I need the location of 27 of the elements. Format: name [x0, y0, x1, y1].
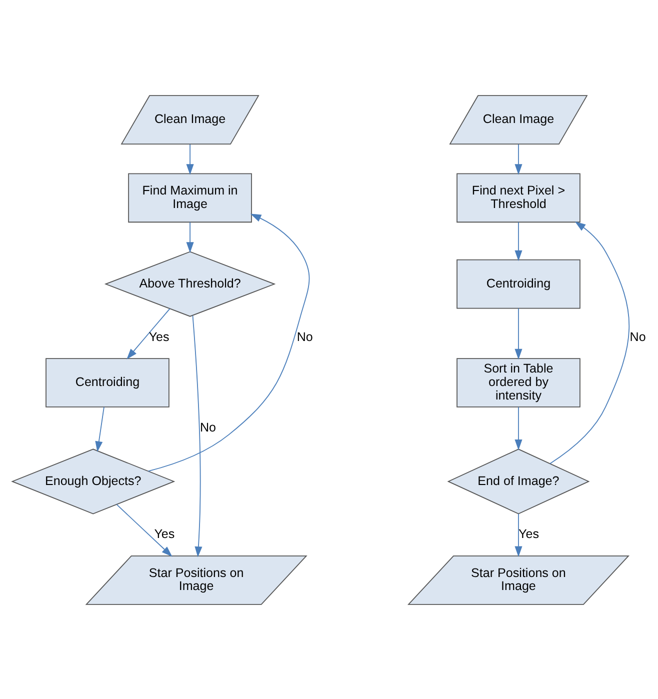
edge-label: No — [296, 329, 313, 344]
edge-label: No — [630, 329, 646, 344]
edge-label: No — [200, 420, 216, 434]
node-diamond: Enough Objects? — [11, 448, 176, 514]
node-box: Centroiding — [46, 358, 170, 407]
arrow — [116, 504, 172, 556]
arrow — [514, 406, 522, 450]
node-diamond: Above Threshold? — [104, 250, 276, 316]
edge-label: Yes — [154, 526, 175, 541]
arrow — [148, 213, 310, 472]
arrow — [192, 314, 202, 557]
arrow — [126, 308, 170, 359]
node-box: Centroiding — [456, 258, 580, 308]
node-diamond: End of Image? — [447, 448, 590, 514]
edge-label: Yes — [148, 329, 170, 344]
arrow — [186, 221, 194, 252]
arrow — [514, 221, 522, 261]
arrow — [95, 406, 104, 452]
arrow — [514, 512, 522, 557]
node-box: Find next Pixel > Threshold — [456, 172, 580, 222]
arrow — [186, 143, 194, 174]
arrow — [550, 220, 630, 464]
edge-label: Yes — [518, 526, 540, 541]
node-box: Sort in Table ordered by intensity — [456, 358, 580, 407]
node-box: Find Maximum in Image — [128, 172, 252, 222]
arrow — [514, 143, 522, 174]
arrow — [514, 307, 522, 360]
